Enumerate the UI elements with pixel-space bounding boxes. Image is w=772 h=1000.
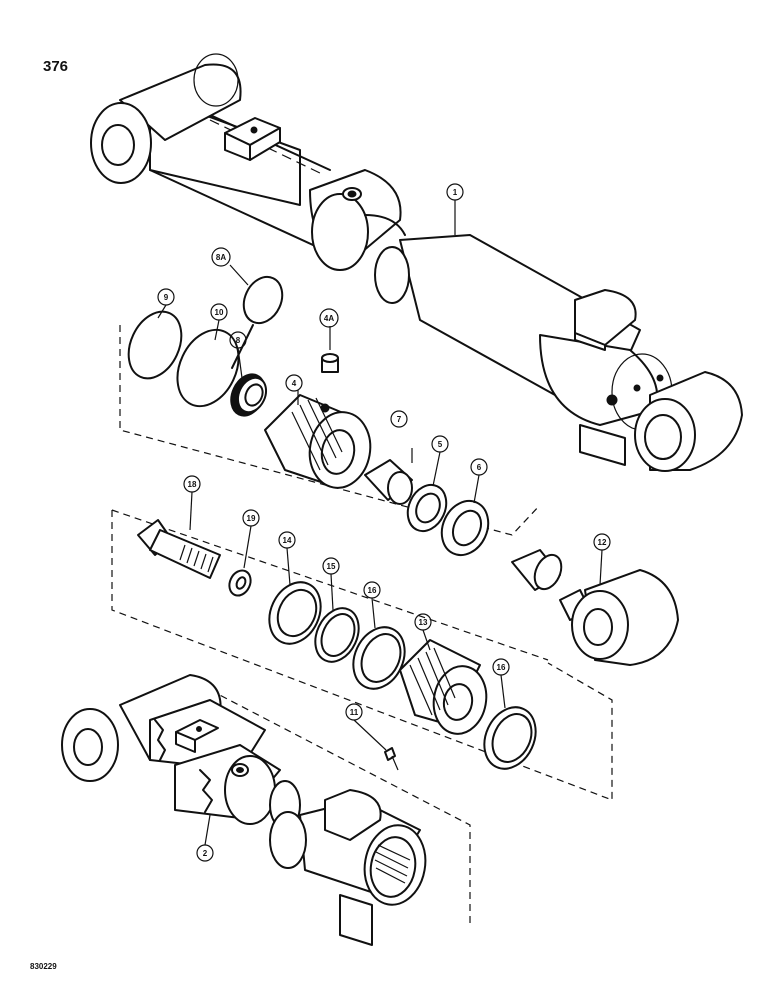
callout-1: 1	[446, 183, 464, 201]
callout-6: 6	[470, 458, 488, 476]
ring-part-15	[314, 607, 360, 663]
o-ring-part-9	[127, 310, 183, 380]
callout-15: 15	[322, 557, 340, 575]
callout-8: 8	[229, 331, 247, 349]
callout-9: 9	[157, 288, 175, 306]
wear-ring-part-16-lower	[483, 706, 537, 770]
wiper-part-5	[406, 483, 448, 533]
svg-text:16: 16	[497, 663, 506, 672]
callout-7: 7	[390, 410, 408, 428]
svg-text:10: 10	[215, 308, 224, 317]
callout-16-upper: 16	[363, 581, 381, 599]
svg-text:6: 6	[477, 463, 482, 472]
callout-12: 12	[593, 533, 611, 551]
ring-part-10	[176, 328, 240, 408]
leader-lines	[157, 200, 603, 846]
cylinder-assembly-part-1	[90, 53, 743, 472]
rod-eye-part-12	[511, 549, 679, 666]
svg-text:16: 16	[368, 586, 377, 595]
callout-4a: 4A	[319, 308, 339, 328]
callout-19: 19	[242, 509, 260, 527]
svg-text:4A: 4A	[324, 314, 334, 323]
page-number: 376	[43, 58, 69, 75]
seal-part-8	[230, 373, 268, 417]
backup-ring-part-8a	[231, 275, 284, 369]
callout-14: 14	[278, 531, 296, 549]
callout-18: 18	[183, 475, 201, 493]
wear-ring-part-16-upper	[352, 626, 406, 690]
seal-part-6	[440, 499, 490, 557]
svg-text:12: 12	[598, 538, 607, 547]
bolt-part-18	[137, 519, 221, 579]
washer-part-19	[228, 569, 252, 597]
callout-11: 11	[345, 703, 363, 721]
group-outline-lower	[209, 689, 471, 925]
svg-text:14: 14	[283, 536, 292, 545]
plug-part-4a	[321, 353, 339, 373]
seal-part-14	[268, 581, 322, 645]
callout-16-lower: 16	[492, 658, 510, 676]
svg-text:15: 15	[327, 562, 336, 571]
svg-text:2: 2	[203, 849, 208, 858]
figure-code: 830229	[30, 962, 57, 971]
svg-text:9: 9	[164, 293, 169, 302]
callout-10: 10	[210, 303, 228, 321]
bushing-part-7	[364, 459, 413, 505]
svg-text:11: 11	[350, 708, 359, 717]
piston-part-13	[399, 639, 488, 735]
svg-text:19: 19	[247, 514, 256, 523]
svg-text:8A: 8A	[216, 253, 226, 262]
callout-8a: 8A	[211, 247, 231, 267]
group-outline-upper	[119, 325, 541, 536]
svg-text:13: 13	[419, 618, 428, 627]
svg-text:18: 18	[188, 480, 197, 489]
svg-text:5: 5	[438, 440, 443, 449]
group-outline-middle	[111, 510, 613, 801]
callout-13: 13	[414, 613, 432, 631]
svg-text:8: 8	[236, 336, 241, 345]
gland-part-4	[264, 394, 372, 489]
svg-text:4: 4	[292, 379, 297, 388]
screw-part-11	[384, 747, 399, 771]
svg-text:1: 1	[453, 188, 458, 197]
callout-2: 2	[196, 844, 214, 862]
callout-4: 4	[285, 374, 303, 392]
callout-5: 5	[431, 435, 449, 453]
cylinder-assembly-part-2	[61, 674, 427, 946]
svg-text:7: 7	[397, 415, 402, 424]
